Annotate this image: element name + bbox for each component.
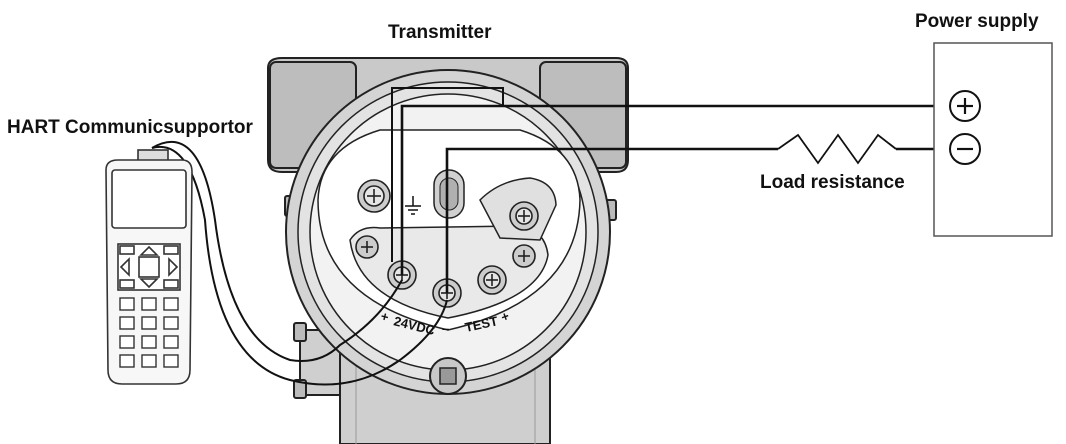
screw-icon-right-small <box>512 244 536 268</box>
positive-wire <box>400 104 950 275</box>
screw-icon-top-right <box>509 201 539 231</box>
screw-icon-ground <box>357 179 391 213</box>
power-supply <box>933 42 1053 237</box>
hart-dpad <box>117 243 181 291</box>
power-supply-label: Power supply <box>915 11 1039 32</box>
positive-wire-loop <box>391 87 504 262</box>
negative-wire <box>445 147 778 293</box>
terminal-minus-mark: – <box>442 321 449 336</box>
load-resistance-label: Load resistance <box>760 172 905 193</box>
hart-lead-1 <box>151 141 403 362</box>
hart-keypad <box>119 297 179 368</box>
power-supply-box <box>933 42 1053 237</box>
hart-communicator <box>105 149 193 385</box>
screw-icon-test-terminal <box>477 265 507 295</box>
screw-icon-left-small <box>355 235 379 259</box>
ground-icon <box>405 196 421 215</box>
transmitter <box>267 57 629 444</box>
hart-communicator-label: HART Communicsupportor <box>7 117 253 138</box>
hart-lead-2 <box>151 145 448 386</box>
terminal-test-mark: TEST <box>464 313 500 335</box>
hart-screen <box>111 169 187 229</box>
transmitter-label: Transmitter <box>388 22 492 43</box>
terminal-plus-mark: + <box>379 308 390 324</box>
resistor-icon <box>777 133 897 165</box>
